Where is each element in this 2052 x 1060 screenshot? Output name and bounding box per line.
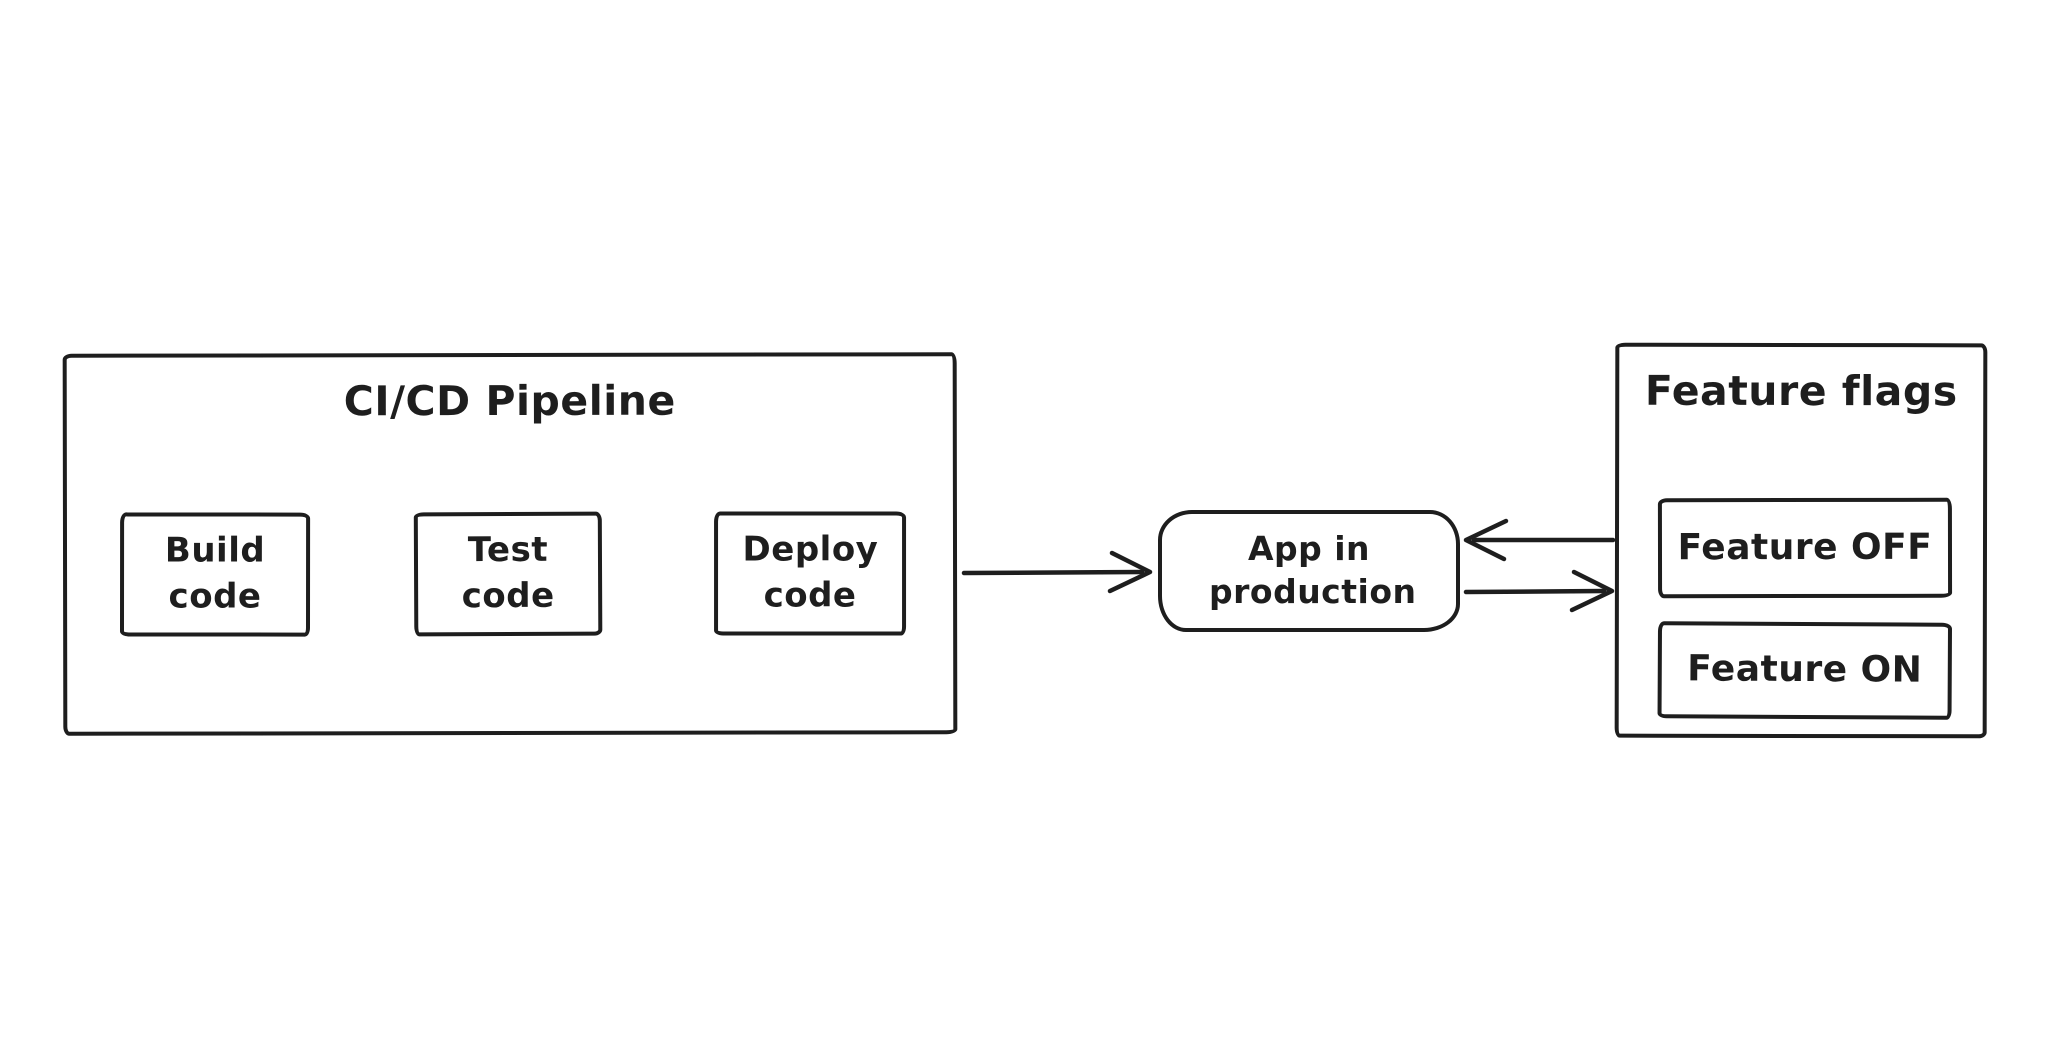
arrow-app-to-flags-head: [1569, 569, 1615, 613]
arrow-flags-to-app-head: [1463, 518, 1509, 562]
node-build-code-label: Build code: [164, 530, 266, 617]
cicd-pipeline-title: CI/CD Pipeline: [343, 376, 676, 426]
node-app-in-production-label: App in production: [1209, 529, 1417, 611]
node-deploy-code-label: Deploy code: [742, 529, 879, 616]
arrow-app-to-flags: [1463, 569, 1615, 613]
node-deploy-code: Deploy code: [714, 511, 907, 636]
arrow-flags-to-app: [1463, 518, 1616, 562]
node-test-code: Test code: [413, 511, 603, 637]
feature-flags-group: Feature flags Feature OFF Feature ON: [1614, 342, 1988, 739]
cicd-pipeline-group: CI/CD Pipeline Build code Test code Depl…: [62, 352, 958, 736]
node-feature-off: Feature OFF: [1657, 497, 1953, 599]
arrow-pipeline-to-app-head: [1107, 550, 1153, 594]
node-test-code-label: Test code: [461, 529, 555, 617]
arrow-pipeline-to-app-shaft: [961, 569, 1145, 576]
node-feature-on-label: Feature ON: [1687, 648, 1923, 691]
node-feature-on: Feature ON: [1657, 621, 1953, 720]
node-app-in-production: App in production: [1158, 510, 1460, 632]
arrow-app-to-flags-shaft: [1463, 588, 1607, 595]
feature-flags-title: Feature flags: [1644, 366, 1958, 416]
node-build-code: Build code: [119, 512, 311, 637]
arrow-pipeline-to-app: [961, 550, 1153, 594]
node-feature-off-label: Feature OFF: [1677, 526, 1933, 568]
